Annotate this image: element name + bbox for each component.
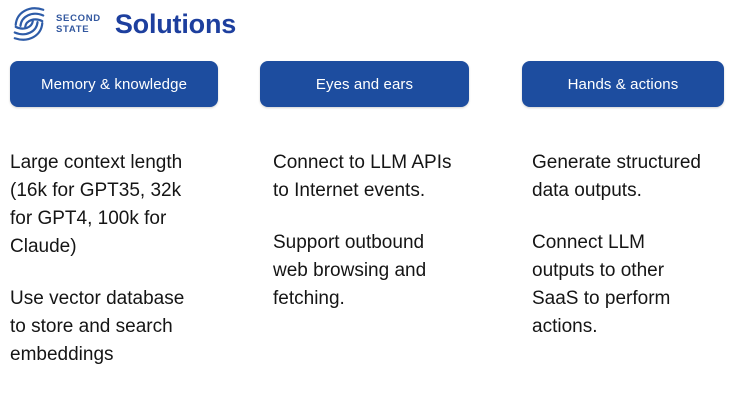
hands-actions-paragraph-2: Connect LLM outputs to other SaaS to per… — [532, 232, 671, 337]
memory-knowledge-column: Large context length (16k for GPT35, 32k… — [10, 149, 255, 369]
header: SECOND STATE Solutions — [10, 4, 236, 44]
eyes-ears-paragraph-1: Connect to LLM APIs to Internet events. — [273, 152, 452, 201]
hands-actions-paragraph-1: Generate structured data outputs. — [532, 152, 701, 201]
second-state-logo-icon — [13, 7, 45, 41]
hands-actions-button-label: Hands & actions — [567, 75, 679, 93]
eyes-ears-button-label: Eyes and ears — [315, 75, 414, 93]
memory-knowledge-paragraph-1: Large context length (16k for GPT35, 32k… — [10, 152, 183, 257]
memory-knowledge-button[interactable]: Memory & knowledge — [10, 61, 218, 107]
logo-wordmark: SECOND STATE — [56, 13, 101, 35]
memory-knowledge-paragraph-2: Use vector database to store and search … — [10, 288, 185, 365]
hands-actions-column: Generate structured data outputs. Connec… — [532, 149, 737, 341]
page-title: Solutions — [114, 8, 237, 39]
hands-actions-button[interactable]: Hands & actions — [522, 61, 724, 107]
logo-wordmark-line1: SECOND — [56, 13, 101, 24]
logo-wordmark-line2: STATE — [56, 24, 90, 35]
eyes-ears-paragraph-2: Support outbound web browsing and fetchi… — [273, 232, 427, 309]
memory-knowledge-button-label: Memory & knowledge — [40, 75, 188, 93]
eyes-ears-column: Connect to LLM APIs to Internet events. … — [273, 149, 503, 313]
eyes-ears-button[interactable]: Eyes and ears — [260, 61, 469, 107]
